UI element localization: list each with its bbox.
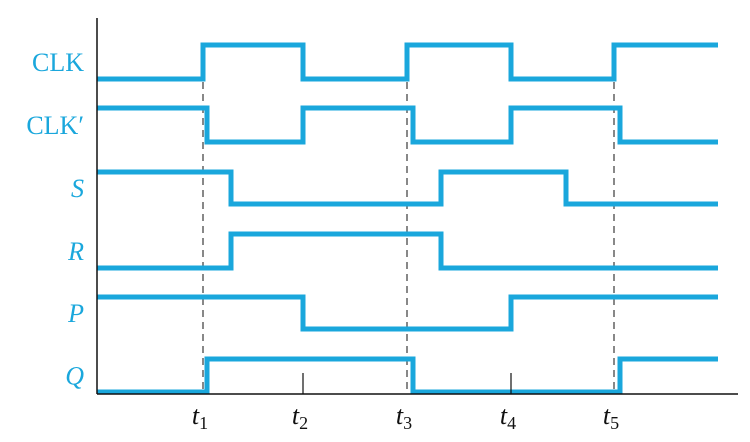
signal-label-clk: CLK — [32, 48, 84, 77]
time-label-t4: t4 — [500, 401, 516, 433]
signal-waveforms — [97, 42, 718, 395]
signal-label-clkp: CLK′ — [26, 111, 84, 140]
signal-label-p: P — [67, 299, 84, 328]
signal-labels: CLK CLK′ S R P Q — [26, 48, 84, 391]
waveform-clk — [97, 42, 718, 82]
signal-label-q: Q — [65, 362, 84, 391]
waveform-clkp — [97, 105, 718, 145]
time-label-t3: t3 — [396, 401, 412, 433]
signal-label-r: R — [67, 237, 84, 266]
time-label-t2: t2 — [292, 401, 308, 433]
waveform-p — [97, 294, 718, 332]
time-axis-ticks: t1 t2 t3 t4 t5 — [192, 373, 619, 433]
waveform-r — [97, 231, 718, 271]
axes — [96, 18, 738, 395]
time-label-t5: t5 — [603, 401, 619, 433]
signal-label-s: S — [71, 174, 84, 203]
time-mark-guides — [202, 82, 615, 394]
time-label-t1: t1 — [192, 401, 208, 433]
waveform-s — [97, 169, 718, 207]
waveform-q — [97, 356, 718, 395]
